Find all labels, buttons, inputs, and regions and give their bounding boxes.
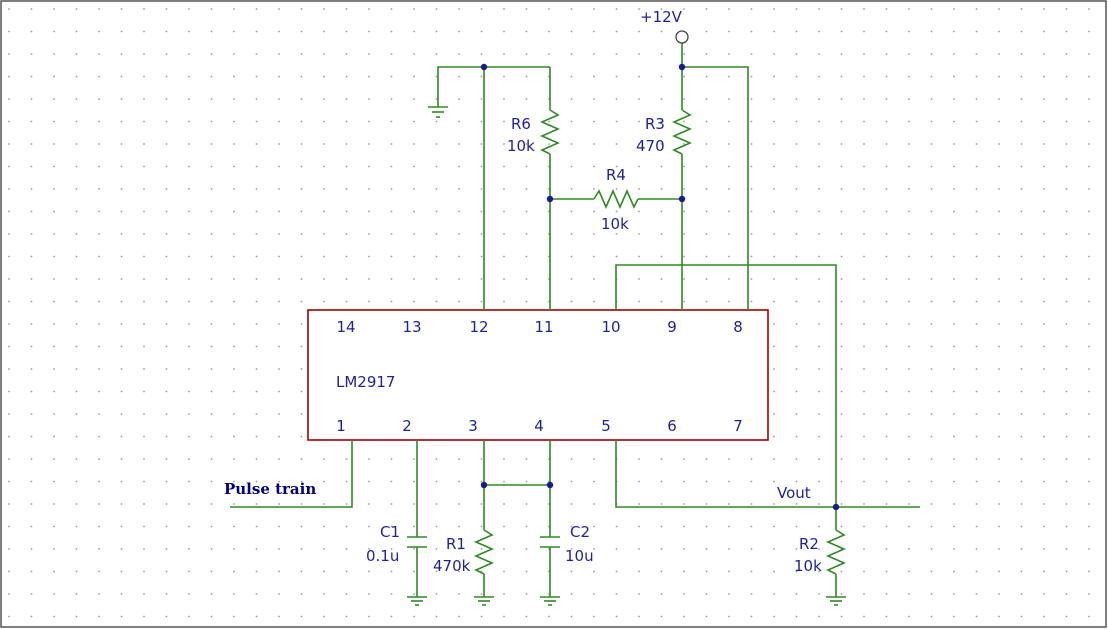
supply-terminal[interactable]: +12V xyxy=(640,8,689,44)
pin-label-9: 9 xyxy=(667,318,677,336)
pin-label-1: 1 xyxy=(336,417,346,435)
r3-value: 470 xyxy=(636,137,665,155)
c1-ref: C1 xyxy=(380,523,400,541)
resistor-r3[interactable]: R3 470 xyxy=(636,109,692,155)
output-net-label: Vout xyxy=(777,484,811,502)
wire-supply-pin8 xyxy=(682,66,749,310)
pin-label-10: 10 xyxy=(601,318,620,336)
capacitor-c2[interactable]: C2 10u xyxy=(540,523,594,565)
pin-label-6: 6 xyxy=(667,417,677,435)
top-wiring xyxy=(437,43,837,507)
supply-label: +12V xyxy=(640,8,683,26)
r2-value: 10k xyxy=(794,557,822,575)
pin-label-3: 3 xyxy=(468,417,478,435)
r1-value: 470k xyxy=(433,557,471,575)
pin-label-13: 13 xyxy=(402,318,421,336)
pin-label-12: 12 xyxy=(469,318,488,336)
ic-part-label: LM2917 xyxy=(336,373,395,391)
r6-ref: R6 xyxy=(511,115,531,133)
pin-label-5: 5 xyxy=(601,417,611,435)
bottom-wiring xyxy=(230,440,920,597)
junction-dots xyxy=(480,63,840,511)
r1-zigzag-icon xyxy=(474,529,494,575)
resistor-r6[interactable]: R6 10k xyxy=(507,109,560,155)
resistor-r1[interactable]: R1 470k xyxy=(433,529,494,575)
ground-top-left-icon xyxy=(428,106,448,118)
ic-body xyxy=(307,309,769,441)
c2-value: 10u xyxy=(565,547,594,565)
pin-label-2: 2 xyxy=(402,417,412,435)
pin-label-7: 7 xyxy=(733,417,743,435)
wire-pin5-output xyxy=(615,440,920,508)
r4-zigzag-icon xyxy=(593,189,639,209)
wire-input xyxy=(230,440,353,508)
pin-label-11: 11 xyxy=(534,318,553,336)
pin-label-4: 4 xyxy=(534,417,544,435)
ground-c1-icon xyxy=(407,596,427,606)
r4-ref: R4 xyxy=(606,166,626,184)
r6-zigzag-icon xyxy=(540,109,560,155)
r2-zigzag-icon xyxy=(826,529,846,575)
r4-value: 10k xyxy=(601,215,629,233)
r2-ref: R2 xyxy=(799,535,819,553)
c1-value: 0.1u xyxy=(366,547,399,565)
supply-terminal-icon xyxy=(675,30,689,44)
resistor-r4[interactable]: R4 10k xyxy=(593,166,639,233)
input-net-label: Pulse train xyxy=(224,480,316,498)
r1-ref: R1 xyxy=(446,535,466,553)
wire-ground-top xyxy=(437,66,550,107)
pin-label-14: 14 xyxy=(336,318,355,336)
ground-c2-icon xyxy=(540,596,560,606)
ground-r1-icon xyxy=(474,596,494,606)
wire-pin10-feedback xyxy=(615,264,837,507)
c2-ref: C2 xyxy=(570,523,590,541)
r6-value: 10k xyxy=(507,137,535,155)
resistor-r2[interactable]: R2 10k xyxy=(794,529,846,575)
r3-ref: R3 xyxy=(645,115,665,133)
capacitor-c1[interactable]: C1 0.1u xyxy=(366,523,427,565)
lm2917-ic[interactable]: LM2917 14 13 12 11 10 9 8 1 2 3 4 5 6 7 xyxy=(307,309,769,441)
pin-label-8: 8 xyxy=(733,318,743,336)
r3-zigzag-icon xyxy=(672,109,692,155)
ground-r2-icon xyxy=(826,596,846,606)
